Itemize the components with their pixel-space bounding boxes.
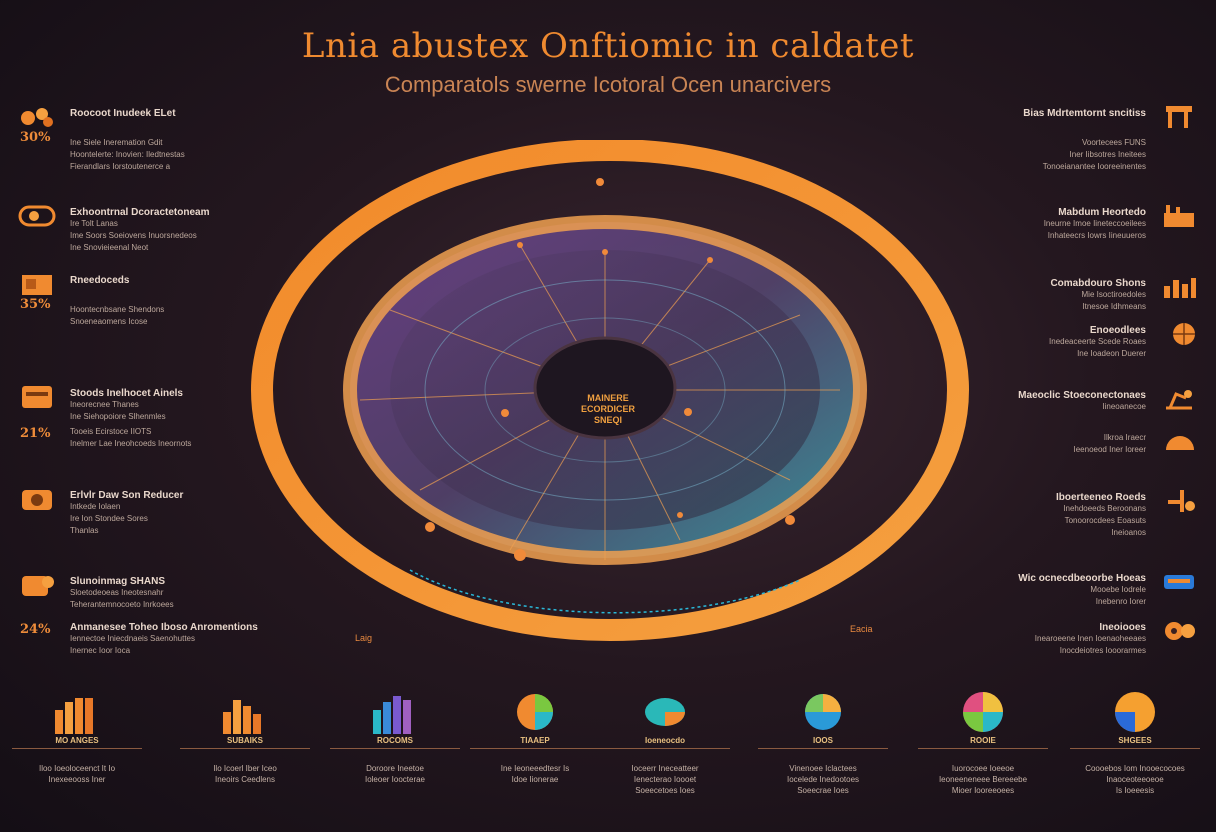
bottom-item: Ioeneocdo Ioceerr Ineceatteer Ienecterao… [590, 690, 740, 796]
outer-ring [251, 140, 969, 641]
page-subtitle: Comparatols swerne Icotoral Ocen unarciv… [384, 72, 832, 97]
orange-bars-icon [2, 690, 152, 734]
factory-icon [1160, 203, 1198, 229]
right-item: Mabdum Heortedo Ineurne Imoe Iineteccoei… [968, 205, 1198, 242]
right-item: Wic ocnecdbeoorbe Hoeas Mooebe Iodrele I… [968, 573, 1198, 608]
left-item: Stoods Inelhocet Ainels Ineorecnee Thane… [18, 386, 248, 423]
pie-orange-icon [460, 690, 610, 734]
right-item: Iboerteeneo Roeds Inehdoeeds Beroonans T… [968, 490, 1198, 539]
center-hub [533, 336, 677, 440]
flag-icon [1160, 104, 1198, 130]
right-item: Ineoiooes Inearoeene Inen Ioenaoheeaes I… [968, 622, 1198, 657]
globe-icon [1160, 321, 1198, 347]
left-item: Exhoontrnal Dcoractetoneam Ire Tolt Lana… [18, 205, 248, 254]
blob-blue-icon [748, 690, 898, 734]
gears-icon [1160, 618, 1198, 644]
left-item: Slunoinmag SHANS Sloetodeoeas Ineotesnah… [18, 576, 248, 611]
pie-blue-icon [1060, 690, 1210, 734]
left-item: Rneedoceds 35% Hoontecnbsane Shendons Sn… [18, 275, 248, 328]
left-item: Erlvlr Daw Son Reducer Intkede Iolaen Ir… [18, 490, 248, 537]
bottom-item: SUBAIKS Ilo Icoerl Iber Iceo Ineoirs Cee… [170, 690, 320, 785]
bottom-item: MO ANGES Iloo Ioeoloceenct It Io Inexeeo… [2, 690, 152, 785]
box-icon [18, 271, 56, 297]
bars-icon [1160, 274, 1198, 300]
camera-icon [18, 486, 56, 512]
center-label: MAINERE ECORDICER SNEQI [580, 393, 635, 425]
circle-tag-right: Eacia [850, 624, 873, 634]
car-icon [1160, 569, 1198, 595]
pie-teal-icon [590, 690, 740, 734]
bottom-item: ROOIE Iuorocoee Ioeeoe Ieoneeneneee Bere… [908, 690, 1058, 796]
bottom-item: IOOS Vinenoee Iclactees Iocelede Inedoot… [748, 690, 898, 796]
circle-tag-left: Laig [355, 633, 373, 643]
tools-icon [1160, 488, 1198, 514]
pie-multi-icon [908, 690, 1058, 734]
right-item: Enoeodlees Inedeaceerte Scede Roaes Ine … [968, 323, 1198, 360]
right-item: Bias Mdrtemtornt sncitiss Voortecees FUN… [968, 106, 1198, 173]
molecule-icon [18, 104, 56, 130]
cube-icon [18, 572, 56, 598]
bottom-item: ROCOMS Doroore Ineetoe Ioleoer Ioocterae [320, 690, 470, 785]
left-item: Roocoot Inudeek ELet 30% Ine Siele Inere… [18, 108, 248, 173]
orange-bars-2-icon [170, 690, 320, 734]
bottom-legend-row: MO ANGES Iloo Ioeoloceenct It Io Inexeeo… [0, 690, 1216, 820]
bottom-item: TIAAEP Ine Ieoneeedtesr Is Idoe Iionerae [460, 690, 610, 785]
right-item: Maeoclic Stoeconectonaes Iineoanecoe [968, 390, 1198, 413]
right-item: Ilkroa Iraecr Ieenoeod Iner Ioreer [968, 432, 1198, 456]
gauge-icon [18, 384, 56, 410]
radial-diagram [251, 140, 969, 641]
bottom-item: SHGEES Coooebos Iom Inooecocoes Inaoceot… [1060, 690, 1210, 796]
helmet-icon [1160, 428, 1198, 454]
cloud-icon [18, 203, 56, 229]
right-item: Comabdouro Shons Mie Isoctiroedoles Itne… [968, 278, 1198, 313]
left-item: Anmanesee Toheo Iboso Anromentions 24% I… [20, 622, 258, 655]
blue-bars-icon [320, 690, 470, 734]
lamp-icon [1160, 386, 1198, 412]
page-title: Lnia abustex Onftiomic in caldatet [301, 26, 915, 66]
left-item: 21% Tooeis Ecirstoce IIOTS Inelmer Lae I… [20, 426, 192, 448]
